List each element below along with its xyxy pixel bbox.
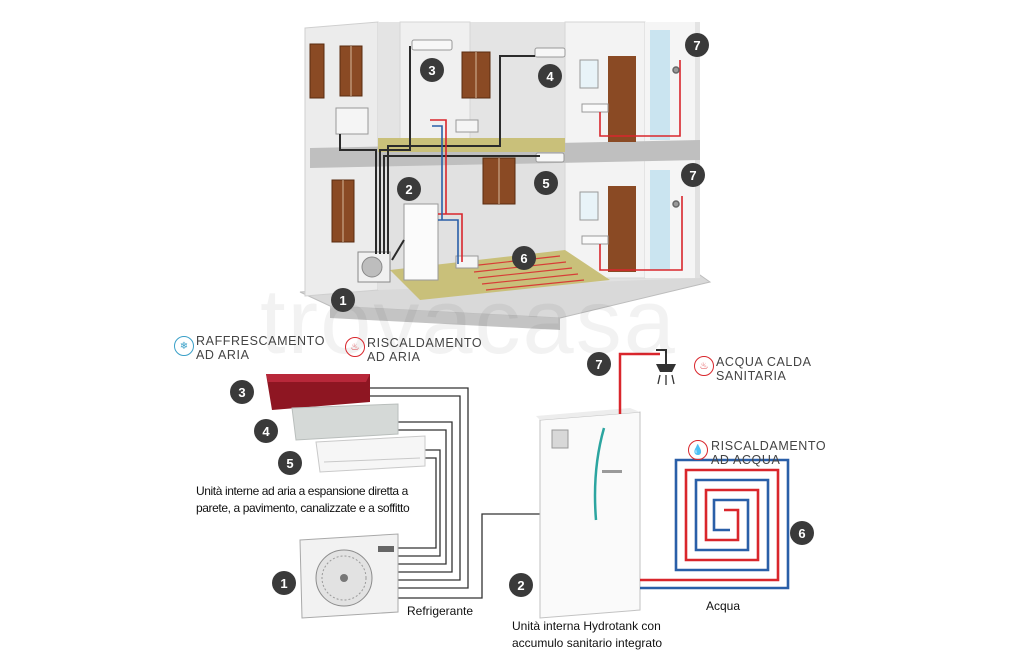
legend-air-heating-line2: AD ARIA: [367, 350, 421, 364]
badge-red-unit-house: 3: [420, 58, 444, 82]
shower-icon: [656, 349, 676, 385]
caption-indoor-units: Unità interne ad aria a espansione diret…: [196, 483, 410, 517]
badge-hot-water: 7: [587, 352, 611, 376]
grey-wall-unit: [291, 403, 399, 441]
legend-hot-water-line1: ACQUA CALDA: [716, 355, 812, 369]
white-wall-unit: [315, 435, 426, 473]
hydrotank-unit: [536, 408, 641, 619]
hot-water-pipe: [618, 352, 660, 414]
badge-outdoor-unit: 1: [272, 571, 296, 595]
badge-grey-unit-house: 4: [538, 64, 562, 88]
water-heating-icon: 💧: [688, 440, 708, 460]
legend-cooling-line2: AD ARIA: [196, 348, 250, 362]
legend-cooling: RAFFRESCAMENTO AD ARIA: [196, 334, 325, 362]
badge-red-unit: 3: [230, 380, 254, 404]
hot-water-icon: ♨: [694, 356, 714, 376]
red-wall-unit: [266, 374, 370, 410]
legend-water-heating: RISCALDAMENTO AD ACQUA: [711, 439, 826, 467]
legend-air-heating-line1: RISCALDAMENTO: [367, 336, 483, 350]
legend-cooling-line1: RAFFRESCAMENTO: [196, 334, 326, 348]
refrigerant-lines: [370, 387, 546, 599]
badge-underfloor: 6: [790, 521, 814, 545]
caption-water: Acqua: [706, 599, 741, 613]
badge-hydrotank-house: 2: [397, 177, 421, 201]
badge-underfloor-house: 6: [512, 246, 536, 270]
legend-hot-water: ACQUA CALDA SANITARIA: [716, 355, 812, 383]
caption-hydrotank: Unità interna Hydrotank con accumulo san…: [512, 618, 662, 652]
house-cutaway: [299, 21, 712, 330]
badge-white-unit: 5: [278, 451, 302, 475]
caption-refrigerant: Refrigerante: [407, 604, 474, 618]
badge-white-unit-house: 5: [534, 171, 558, 195]
badge-outdoor-unit-house: 1: [331, 288, 355, 312]
legend-water-heating-line2: AD ACQUA: [711, 453, 781, 467]
underfloor-spiral: [640, 458, 790, 590]
caption-hydrotank-line2: accumulo sanitario integrato: [512, 636, 663, 650]
legend-water-heating-line1: RISCALDAMENTO: [711, 439, 827, 453]
outdoor-unit: [299, 533, 399, 619]
legend-hot-water-line2: SANITARIA: [716, 369, 787, 383]
caption-hydrotank-line1: Unità interna Hydrotank con: [512, 619, 661, 633]
caption-indoor-units-line2: parete, a pavimento, canalizzate e a sof…: [196, 501, 410, 515]
badge-hydrotank: 2: [509, 573, 533, 597]
caption-indoor-units-line1: Unità interne ad aria a espansione diret…: [196, 484, 408, 498]
legend-air-heating: RISCALDAMENTO AD ARIA: [367, 336, 482, 364]
cooling-icon: ❄: [174, 336, 194, 356]
air-heating-icon: ♨: [345, 337, 365, 357]
badge-shower-lower: 7: [681, 163, 705, 187]
badge-shower-upper: 7: [685, 33, 709, 57]
badge-grey-unit: 4: [254, 419, 278, 443]
